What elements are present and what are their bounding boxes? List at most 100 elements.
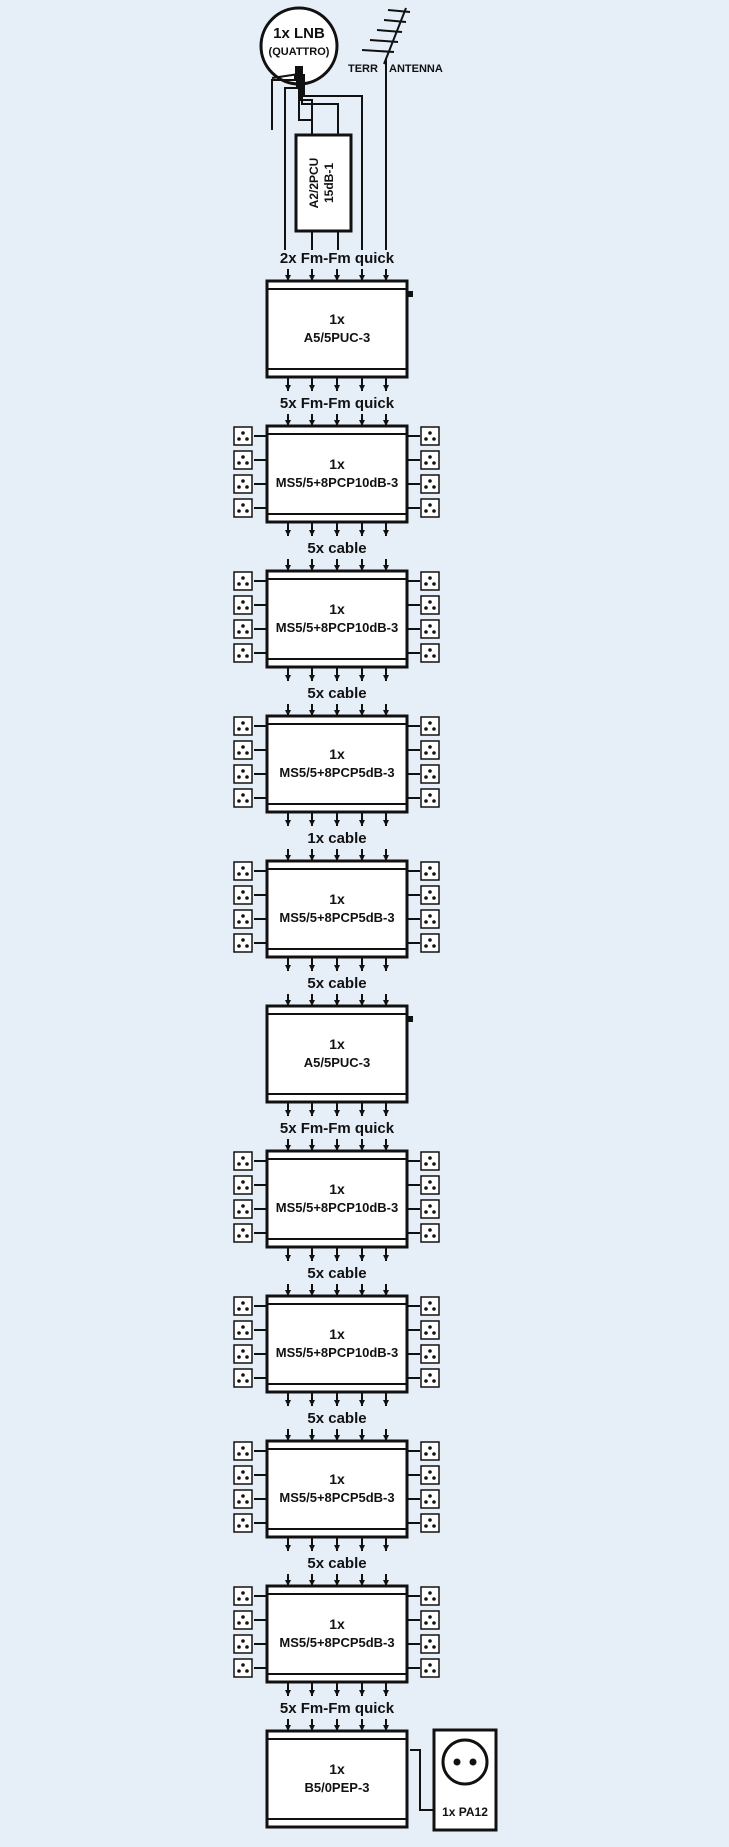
device-model: MS5/5+8PCP10dB-3: [276, 620, 398, 635]
device-count: 1x: [329, 311, 345, 327]
outlet-socket-icon: [407, 740, 440, 760]
outlet-socket-icon: [233, 619, 267, 639]
outlet-socket-icon: [233, 788, 267, 808]
cable-label: 2x Fm-Fm quick: [280, 250, 395, 267]
terr-label: TERR: [348, 63, 378, 75]
amp-a22pcu-model: A2/2PCU: [307, 158, 321, 209]
outlet-socket-icon: [407, 933, 440, 953]
outlet-socket-icon: [407, 764, 440, 784]
outlet-socket-icon: [407, 474, 440, 494]
outlet-socket-icon: [407, 1610, 440, 1630]
device-model: MS5/5+8PCP5dB-3: [279, 765, 394, 780]
device-model: MS5/5+8PCP5dB-3: [279, 1635, 394, 1650]
outlet-socket-icon: [233, 474, 267, 494]
outlet-socket-icon: [233, 498, 267, 518]
device-model: MS5/5+8PCP10dB-3: [276, 1200, 398, 1215]
cable-label: 5x cable: [307, 540, 366, 557]
outlet-socket-icon: [233, 1610, 267, 1630]
outlet-socket-icon: [407, 1441, 440, 1461]
device-count: 1x: [329, 1616, 345, 1632]
outlet-socket-icon: [407, 643, 440, 663]
outlet-socket-icon: [233, 1634, 267, 1654]
outlet-socket-icon: [407, 1296, 440, 1316]
power-socket-icon: [441, 1738, 489, 1786]
device-box: [265, 859, 409, 959]
outlet-socket-icon: [407, 1465, 440, 1485]
antenna-label: ANTENNA: [389, 63, 443, 75]
device-count: 1x: [329, 1036, 345, 1052]
outlet-socket-icon: [407, 1586, 440, 1606]
outlet-socket-icon: [407, 788, 440, 808]
lnb-symbol: 1x LNB (QUATTRO): [259, 6, 339, 86]
device-model: MS5/5+8PCP10dB-3: [276, 475, 398, 490]
outlet-socket-icon: [407, 595, 440, 615]
outlet-socket-icon: [233, 740, 267, 760]
device-box: [265, 279, 409, 379]
device-model: MS5/5+8PCP10dB-3: [276, 1345, 398, 1360]
outlet-socket-icon: [233, 1513, 267, 1533]
device-box: [265, 1004, 409, 1104]
outlet-socket-icon: [407, 909, 440, 929]
outlet-socket-icon: [233, 861, 267, 881]
device-model: MS5/5+8PCP5dB-3: [279, 1490, 394, 1505]
outlet-socket-icon: [233, 1586, 267, 1606]
device-box: [265, 714, 409, 814]
outlet-socket-icon: [407, 426, 440, 446]
outlet-socket-icon: [407, 571, 440, 591]
cable-label: 1x cable: [307, 830, 366, 847]
outlet-socket-icon: [233, 1344, 267, 1364]
outlet-socket-icon: [407, 885, 440, 905]
outlet-socket-icon: [233, 1296, 267, 1316]
outlet-socket-icon: [233, 426, 267, 446]
outlet-socket-icon: [407, 1513, 440, 1533]
device-count: 1x: [329, 891, 345, 907]
outlet-socket-icon: [233, 885, 267, 905]
device-box: [265, 1294, 409, 1394]
cable-label: 5x Fm-Fm quick: [280, 395, 395, 412]
outlet-socket-icon: [233, 1199, 267, 1219]
outlet-socket-icon: [233, 450, 267, 470]
outlet-socket-icon: [233, 1223, 267, 1243]
outlet-socket-icon: [233, 1658, 267, 1678]
lnb-cables: [271, 73, 363, 250]
device-count: 1x: [329, 456, 345, 472]
outlet-socket-icon: [233, 1175, 267, 1195]
device-count: 1x: [329, 1761, 345, 1777]
device-model: A5/5PUC-3: [304, 330, 370, 345]
device-box: [265, 424, 409, 524]
device-model: B5/0PEP-3: [304, 1780, 369, 1795]
outlet-socket-icon: [407, 1175, 440, 1195]
outlet-socket-icon: [407, 1658, 440, 1678]
device-count: 1x: [329, 746, 345, 762]
device-model: A5/5PUC-3: [304, 1055, 370, 1070]
lnb-label: 1x LNB: [273, 25, 325, 42]
outlet-socket-icon: [233, 571, 267, 591]
cable-label: 5x cable: [307, 1265, 366, 1282]
outlet-socket-icon: [407, 1151, 440, 1171]
outlet-socket-icon: [233, 1320, 267, 1340]
outlet-socket-icon: [233, 1465, 267, 1485]
device-count: 1x: [329, 1471, 345, 1487]
outlet-socket-icon: [233, 1489, 267, 1509]
power-supply-label: 1x PA12: [442, 1805, 488, 1819]
device-box: [265, 1584, 409, 1684]
outlet-socket-icon: [407, 1368, 440, 1388]
outlet-socket-icon: [407, 619, 440, 639]
device-model: MS5/5+8PCP5dB-3: [279, 910, 394, 925]
outlet-socket-icon: [233, 716, 267, 736]
cable-label: 5x Fm-Fm quick: [280, 1700, 395, 1717]
cable-label: 5x cable: [307, 1555, 366, 1572]
outlet-socket-icon: [407, 1223, 440, 1243]
outlet-socket-icon: [233, 764, 267, 784]
lnb-type-label: (QUATTRO): [269, 46, 330, 58]
outlet-socket-icon: [407, 861, 440, 881]
outlet-socket-icon: [407, 716, 440, 736]
